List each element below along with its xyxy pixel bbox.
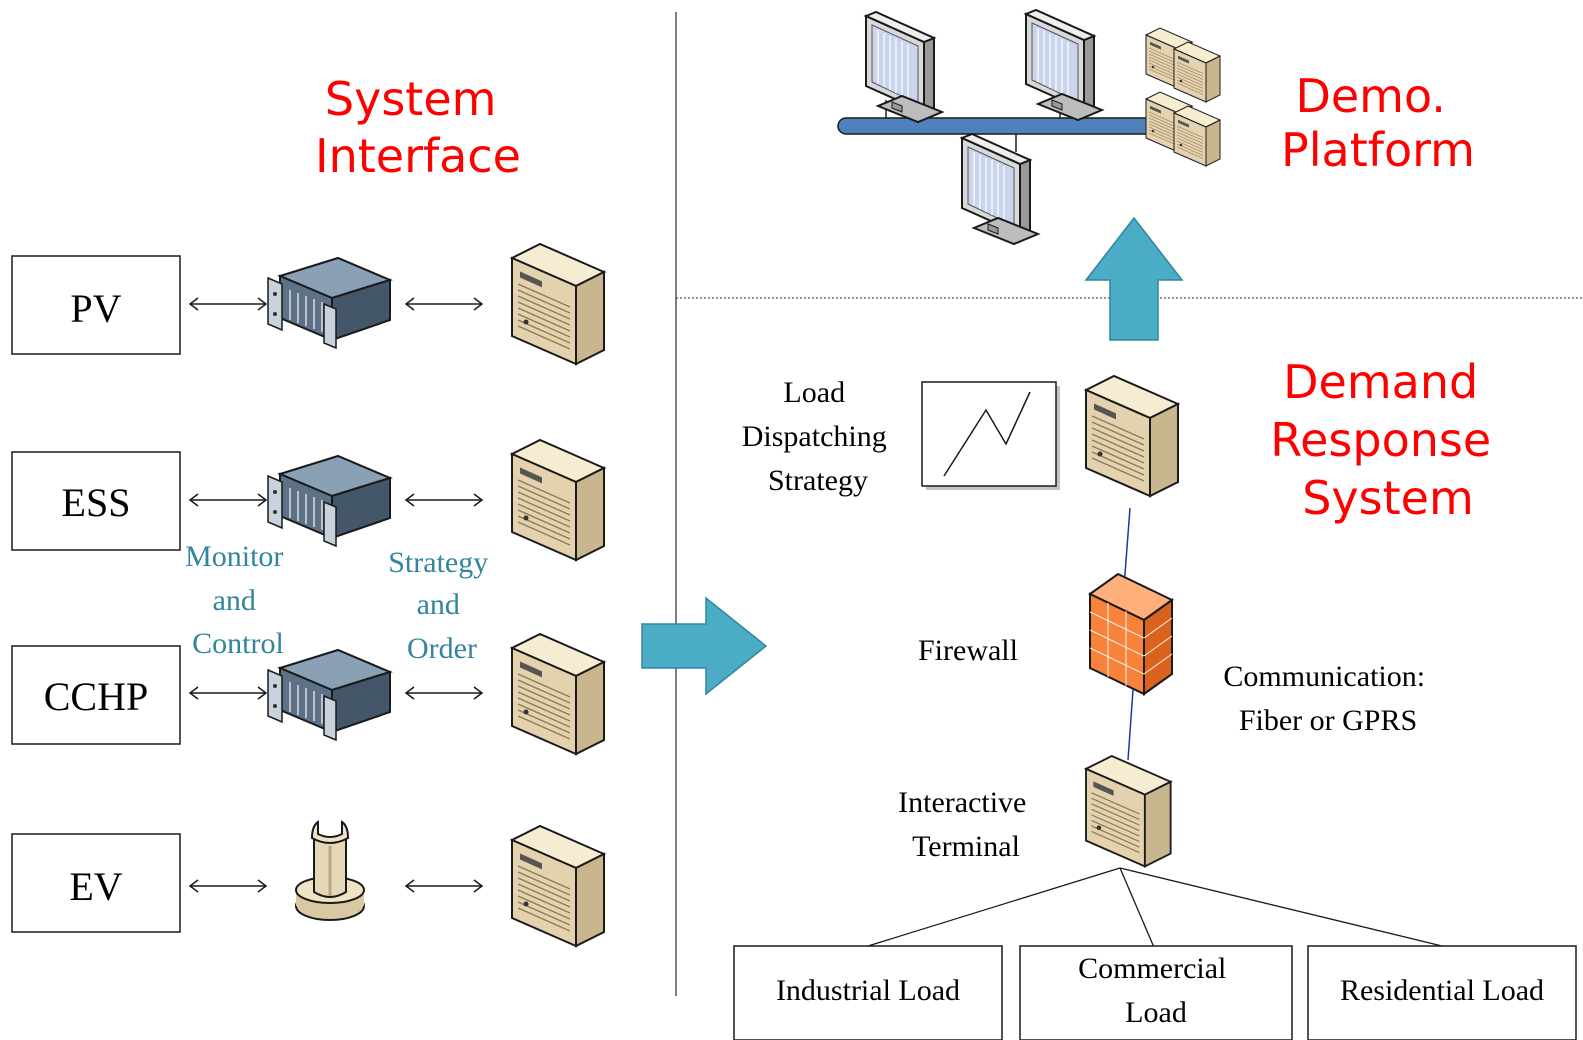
system-interface-heading: System Interface (315, 72, 521, 183)
svg-text:PV: PV (70, 286, 121, 331)
load-industrial: Industrial Load (733, 945, 1003, 1040)
load-residential: Residential Load (1307, 945, 1577, 1040)
rack-unit-icon (267, 257, 391, 349)
terminal-server-icon (1085, 755, 1172, 868)
strategy-order-label: Strategy and Order (388, 546, 495, 665)
demand-response-heading: Demand Response System (1270, 355, 1506, 525)
server-icon (511, 825, 605, 947)
svg-text:ESS: ESS (62, 480, 131, 525)
double-arrows-left (188, 297, 268, 893)
rack-unit-icon (267, 649, 391, 741)
network-bus (837, 88, 1179, 152)
load-dispatch-label: Load Dispatching Strategy (742, 376, 894, 497)
source-cchp: CCHP (11, 645, 181, 745)
ev-charger-icon (295, 820, 365, 921)
load-connectors (867, 867, 1443, 953)
firewall-icon (1088, 572, 1174, 696)
svg-text:CCHP: CCHP (44, 674, 149, 719)
double-arrows-right (404, 297, 484, 893)
server-icon (511, 243, 605, 365)
source-ess: ESS (11, 451, 181, 551)
source-ev: EV (11, 833, 181, 933)
server-icon (511, 439, 605, 561)
strategy-chart-icon (921, 381, 1060, 490)
communication-label: Communication: Fiber or GPRS (1223, 660, 1432, 737)
svg-text:Residential Load: Residential Load (1340, 974, 1544, 1007)
workstation-icon (865, 11, 943, 123)
svg-text:EV: EV (69, 864, 122, 909)
demo-platform-heading: Demo. Platform (1281, 69, 1475, 177)
svg-text:Commercial Load: Commercial Load (1078, 952, 1234, 1029)
server-cluster-icon (1145, 27, 1221, 167)
monitor-control-label: Monitor and Control (185, 540, 291, 660)
load-commercial: Commercial Load (1019, 945, 1293, 1040)
firewall-label: Firewall (918, 634, 1018, 667)
interactive-terminal-label: Interactive Terminal (898, 786, 1034, 863)
dispatch-server-icon (1085, 375, 1179, 497)
rack-unit-icon (267, 455, 391, 547)
flow-arrow-up (1084, 216, 1184, 341)
workstation-icon (1025, 9, 1103, 121)
server-icon (511, 633, 605, 755)
flow-arrow-right (641, 596, 768, 696)
source-pv: PV (11, 255, 181, 355)
workstation-icon (961, 133, 1039, 245)
svg-text:Industrial Load: Industrial Load (776, 974, 960, 1007)
